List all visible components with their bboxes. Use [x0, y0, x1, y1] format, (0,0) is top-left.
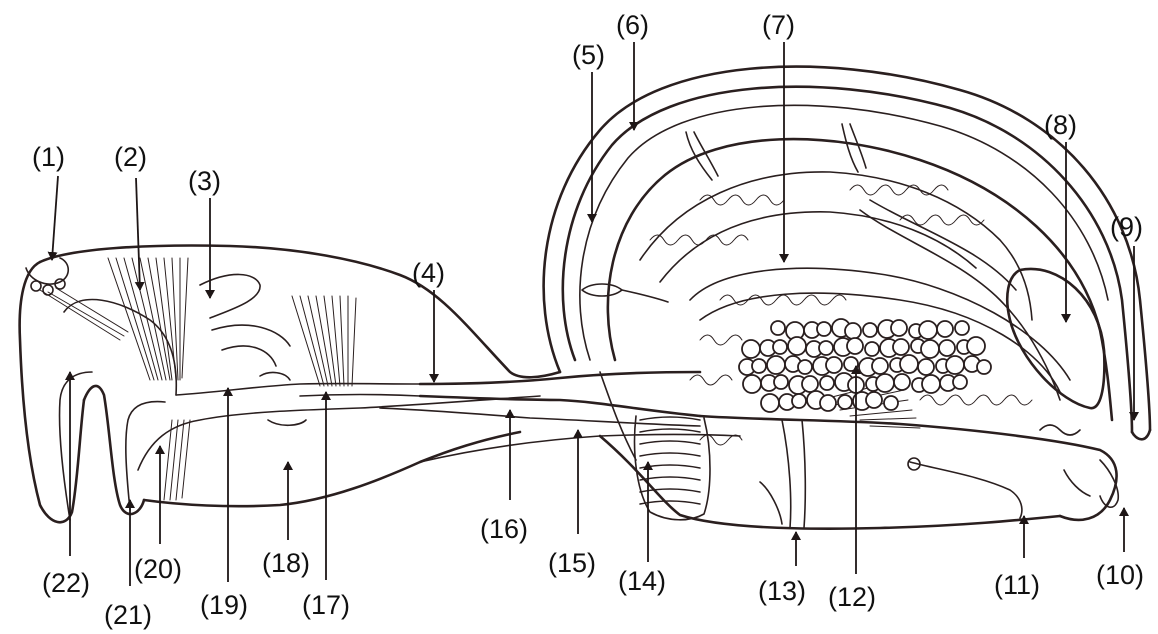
- label-21: (21): [104, 600, 152, 630]
- egg: [967, 337, 985, 355]
- label-18: (18): [262, 548, 310, 578]
- label-11: (11): [994, 570, 1040, 600]
- egg: [838, 395, 852, 409]
- egg: [919, 321, 937, 339]
- egg: [937, 321, 953, 337]
- egg: [866, 392, 882, 408]
- arrow-1: [52, 176, 58, 260]
- label-14: (14): [618, 566, 666, 596]
- label-10: (10): [1096, 560, 1144, 590]
- egg: [863, 323, 877, 337]
- egg: [946, 356, 964, 374]
- egg: [767, 356, 785, 374]
- label-3: (3): [188, 166, 221, 196]
- label-9: (9): [1110, 212, 1143, 242]
- egg: [820, 395, 836, 411]
- egg: [742, 340, 760, 358]
- egg: [743, 375, 761, 393]
- egg: [894, 374, 910, 390]
- egg: [826, 357, 842, 373]
- label-4: (4): [412, 258, 445, 288]
- egg: [872, 358, 888, 374]
- egg: [792, 394, 806, 408]
- egg: [761, 394, 779, 412]
- label-22: (22): [42, 568, 90, 598]
- label-13: (13): [758, 576, 806, 606]
- label-2: (2): [114, 142, 147, 172]
- label-5: (5): [572, 40, 605, 70]
- egg: [891, 320, 907, 336]
- label-7: (7): [762, 10, 795, 40]
- muscle-bundle-17: [292, 296, 356, 386]
- egg: [955, 321, 969, 335]
- label-1: (1): [32, 142, 65, 172]
- egg: [939, 340, 955, 356]
- coiled-gill-14: [600, 372, 710, 520]
- egg: [819, 341, 833, 355]
- egg: [876, 374, 894, 392]
- egg: [953, 375, 967, 389]
- egg: [773, 340, 787, 354]
- egg: [774, 375, 788, 389]
- egg: [847, 338, 863, 354]
- label-12: (12): [828, 582, 876, 612]
- egg: [820, 376, 834, 390]
- callout-labels: (1) (2) (3) (4) (5) (6) (7) (8) (9) (10)…: [32, 10, 1144, 630]
- egg: [802, 376, 818, 392]
- egg: [893, 339, 909, 355]
- label-20: (20): [134, 554, 182, 584]
- egg: [921, 340, 939, 358]
- egg: [817, 322, 831, 336]
- egg: [771, 321, 785, 335]
- label-6: (6): [616, 10, 649, 40]
- egg: [788, 337, 806, 355]
- egg: [798, 360, 812, 374]
- label-17: (17): [302, 590, 350, 620]
- egg: [884, 396, 898, 410]
- egg: [977, 360, 991, 374]
- label-19: (19): [200, 590, 248, 620]
- egg: [918, 359, 934, 375]
- label-16: (16): [480, 514, 528, 544]
- callout-arrows: [52, 42, 1134, 586]
- egg-cluster: [739, 319, 991, 412]
- egg: [752, 359, 766, 373]
- egg: [900, 355, 918, 373]
- egg: [922, 375, 940, 393]
- label-15: (15): [548, 548, 596, 578]
- neck-tubes: [380, 372, 740, 462]
- egg: [845, 323, 861, 339]
- egg: [865, 342, 879, 356]
- arrow-2: [136, 178, 140, 290]
- label-8: (8): [1044, 110, 1077, 140]
